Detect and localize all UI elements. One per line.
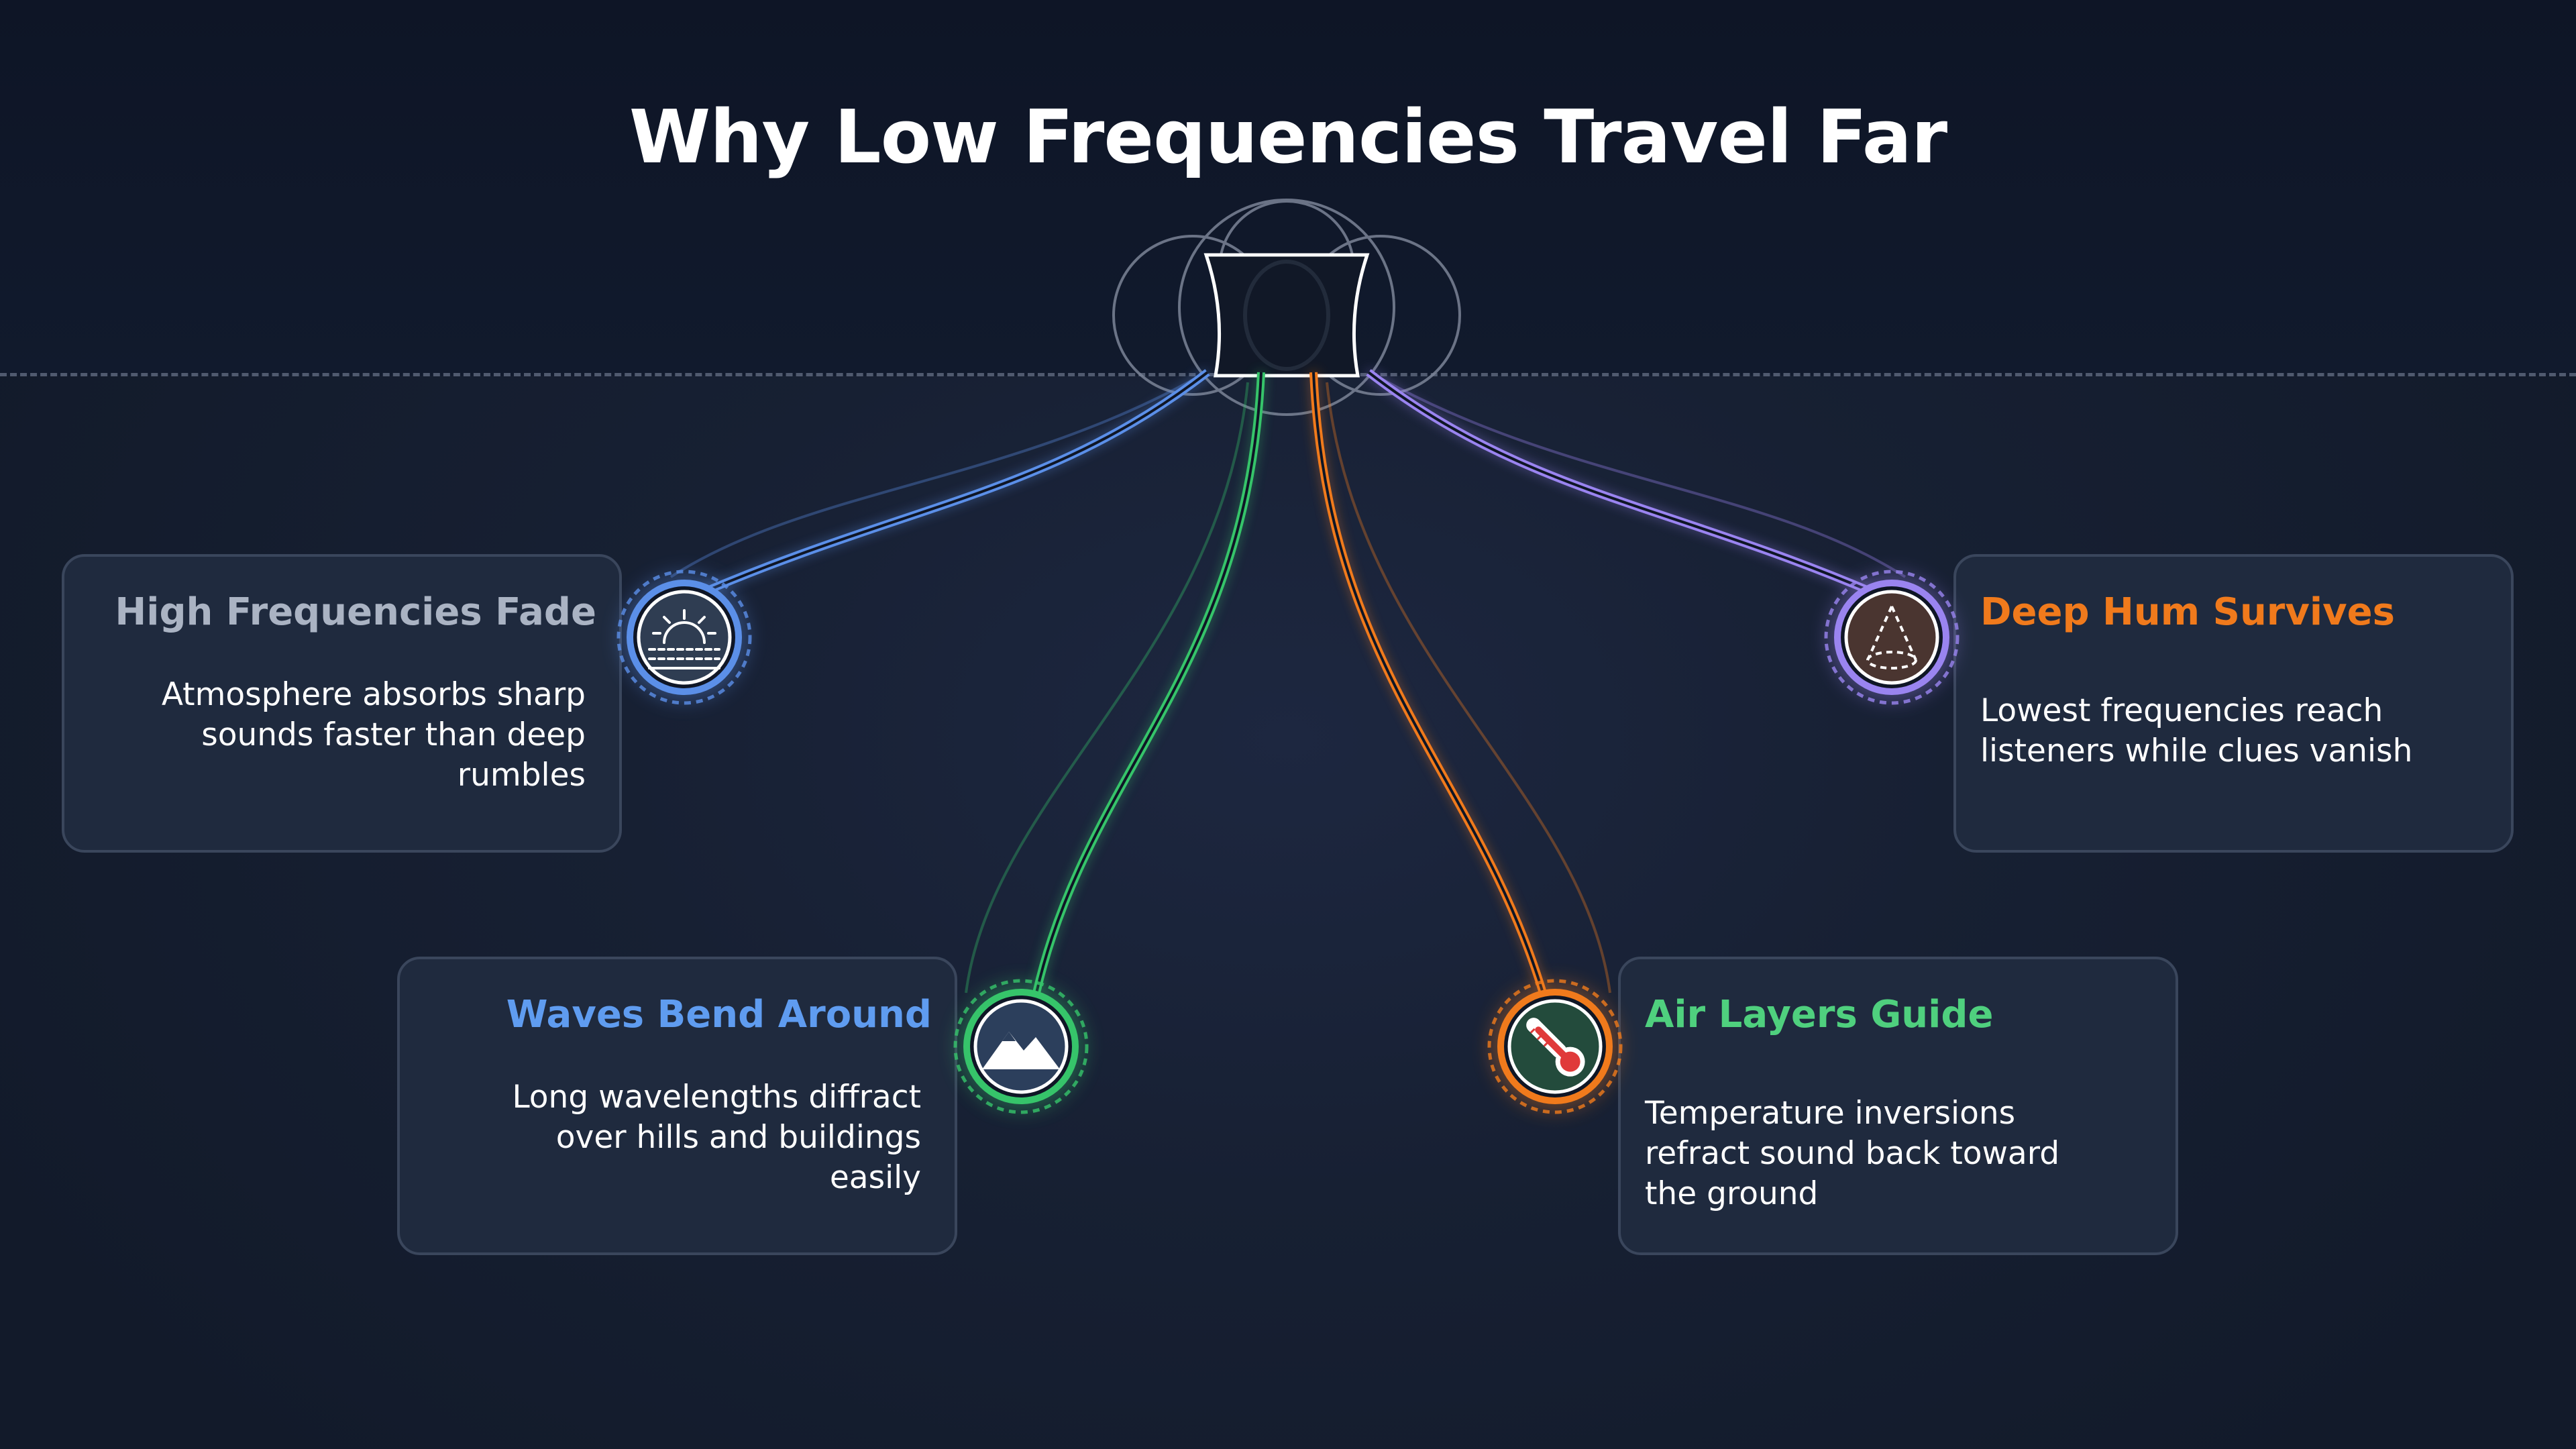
- card-deep-hum: Deep Hum Survives Lowest frequencies rea…: [1953, 554, 2514, 853]
- card-title: Waves Bend Around: [506, 993, 932, 1036]
- card-waves-bend: Waves Bend Around Long wavelengths diffr…: [397, 957, 957, 1255]
- card-air-layers: Air Layers Guide Temperature inversions …: [1618, 957, 2178, 1255]
- card-title: High Frequencies Fade: [115, 590, 596, 634]
- card-description: Atmosphere absorbs sharp sounds faster t…: [161, 676, 586, 794]
- speaker-hub: [1112, 199, 1461, 416]
- diagram-title: Why Low Frequencies Travel Far: [629, 94, 1947, 180]
- card-description: Temperature inversions refract sound bac…: [1645, 1095, 2060, 1212]
- connector-deep: [1366, 369, 1907, 604]
- connector-high: [669, 369, 1210, 604]
- speaker-icon: [1203, 253, 1370, 378]
- connector-air: [1309, 372, 1611, 994]
- card-description: Lowest frequencies reach listeners while…: [1980, 692, 2413, 769]
- card-title: Air Layers Guide: [1645, 993, 1994, 1036]
- connector-waves: [965, 372, 1265, 994]
- card-high-frequencies: High Frequencies Fade Atmosphere absorbs…: [62, 554, 622, 853]
- card-description: Long wavelengths diffract over hills and…: [512, 1079, 921, 1196]
- card-title: Deep Hum Survives: [1980, 590, 2395, 634]
